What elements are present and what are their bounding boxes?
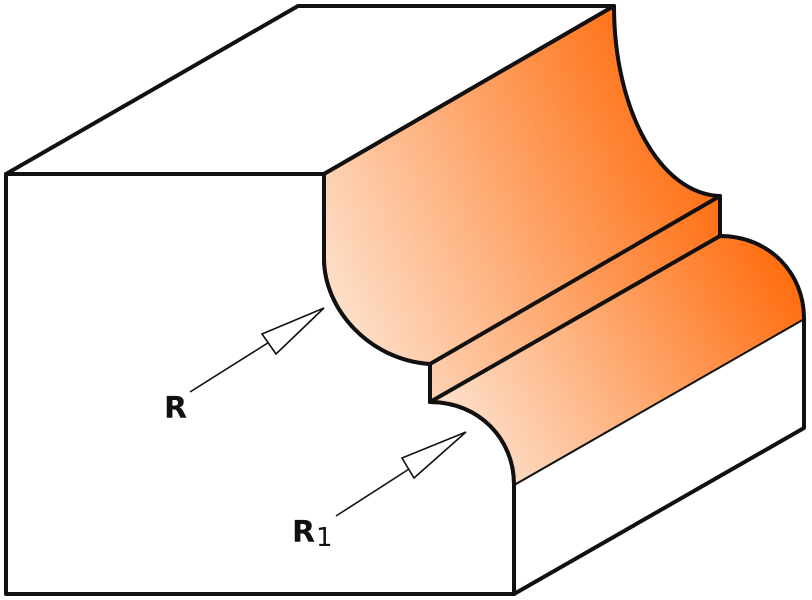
step-edge-upper [428,194,722,366]
profile-top-edge [322,4,616,176]
lower-roundover-surface [430,236,804,484]
upper-cove-back-edge [612,4,722,238]
radius1-leader-line [335,461,421,517]
upper-cove-surface [324,6,720,364]
step-surface [430,196,720,402]
radius-arrowhead [260,307,325,356]
radius1-arrowhead [400,431,467,480]
radius-label: R [164,391,187,426]
radius-leader-line [189,333,283,393]
radius1-subscript: 1 [316,523,333,553]
radius1-label: R [292,515,315,550]
lower-roundover-back-edge [718,234,806,320]
step-edge-lower [428,234,722,404]
front-profile-outline [322,172,516,596]
